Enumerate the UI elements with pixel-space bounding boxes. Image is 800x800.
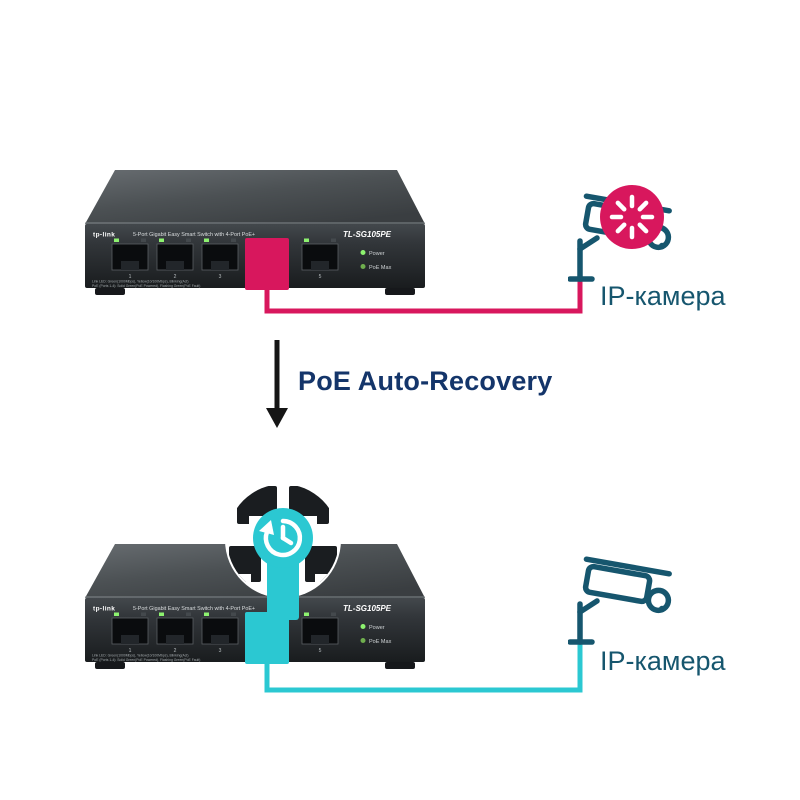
- link-led: [114, 238, 119, 242]
- fineprint-line1: Link LED: Green(1000Mbps), Yellow(10/100…: [92, 280, 189, 284]
- cctv-camera-icon: [567, 556, 672, 645]
- link-led: [159, 612, 164, 616]
- diagram-title: PoE Auto-Recovery: [298, 366, 553, 396]
- camera-lens-dot: [658, 605, 666, 613]
- switch-model: TL-SG105PE: [343, 230, 392, 239]
- poe-max-led: [360, 638, 366, 643]
- fineprint-line1: Link LED: Green(1000Mbps), Yellow(10/100…: [92, 654, 189, 658]
- ip-camera-offline: [567, 183, 698, 298]
- down-arrow-head: [266, 408, 288, 428]
- rj45-port-3: [201, 238, 239, 271]
- loading-spinner-icon: [609, 194, 655, 240]
- auto-recovery-badge: [223, 480, 343, 635]
- switch-top-face: [85, 170, 425, 224]
- port-number: 3: [219, 274, 222, 280]
- camera-lens-dot: [658, 242, 666, 250]
- crash-circle: [600, 185, 664, 249]
- link-led: [204, 612, 209, 616]
- camera-sunshade: [583, 556, 672, 577]
- camera-lens-ring: [645, 587, 672, 614]
- timer-center-dot: [280, 535, 286, 541]
- poe-max-led-label: PoE Max: [369, 639, 392, 645]
- switch-foot: [95, 662, 125, 669]
- port-number: 2: [174, 274, 177, 280]
- power-led: [360, 624, 366, 629]
- switch-header-text: 5-Port Gigabit Easy Smart Switch with 4-…: [133, 606, 255, 612]
- poe-max-led-label: PoE Max: [369, 265, 392, 271]
- port-number: 1: [129, 274, 132, 280]
- camera-arm: [577, 598, 600, 615]
- rj45-port-2: [156, 238, 194, 271]
- link-led: [159, 238, 164, 242]
- ip-camera-online: [567, 546, 698, 661]
- fineprint-line2: PoE (Ports 1-4): Solid Green(PoE Powered…: [92, 658, 200, 662]
- cctv-camera-icon: [567, 185, 672, 282]
- poe-max-led: [360, 264, 366, 269]
- link-led: [304, 238, 309, 242]
- camera-label-offline: IP-камера: [600, 281, 726, 311]
- rj45-port-3: [201, 612, 239, 645]
- switch-edge-highlight: [85, 222, 425, 225]
- switch-foot: [95, 288, 125, 295]
- link-led: [204, 238, 209, 242]
- brand-logo: tp-link: [93, 232, 115, 239]
- switch-header-text: 5-Port Gigabit Easy Smart Switch with 4-…: [133, 232, 255, 238]
- auto-recovery-badge-svg: [225, 482, 341, 620]
- switch-foot: [385, 662, 415, 669]
- switch-edge-highlight: [85, 596, 425, 599]
- camera-body: [582, 563, 653, 605]
- port-number: 2: [174, 648, 177, 654]
- switch-before: tp-link 5-Port Gigabit Easy Smart Switch…: [85, 166, 425, 303]
- restart-arrow-head: [259, 520, 274, 535]
- switch-foot: [385, 288, 415, 295]
- link-led: [114, 612, 119, 616]
- link-led: [304, 612, 309, 616]
- crash-overlay: [600, 185, 664, 249]
- fineprint-line2: PoE (Ports 1-4): Solid Green(PoE Powered…: [92, 284, 200, 288]
- rj45-port-2: [156, 612, 194, 645]
- port-number: 1: [129, 648, 132, 654]
- brand-logo: tp-link: [93, 606, 115, 613]
- switch-model: TL-SG105PE: [343, 604, 392, 613]
- rj45-port-1: [111, 238, 149, 271]
- camera-outline: [567, 556, 672, 645]
- rj45-port-1: [111, 612, 149, 645]
- power-led: [360, 250, 366, 255]
- port4-connector-pink: [245, 238, 289, 290]
- port-number: 5: [319, 648, 322, 654]
- camera-arm: [577, 235, 600, 252]
- power-led-label: Power: [369, 625, 385, 631]
- network-switch-svg: tp-link 5-Port Gigabit Easy Smart Switch…: [85, 170, 425, 295]
- power-led-label: Power: [369, 251, 385, 257]
- camera-label-online: IP-камера: [600, 646, 726, 676]
- port-number: 5: [319, 274, 322, 280]
- port-number: 3: [219, 648, 222, 654]
